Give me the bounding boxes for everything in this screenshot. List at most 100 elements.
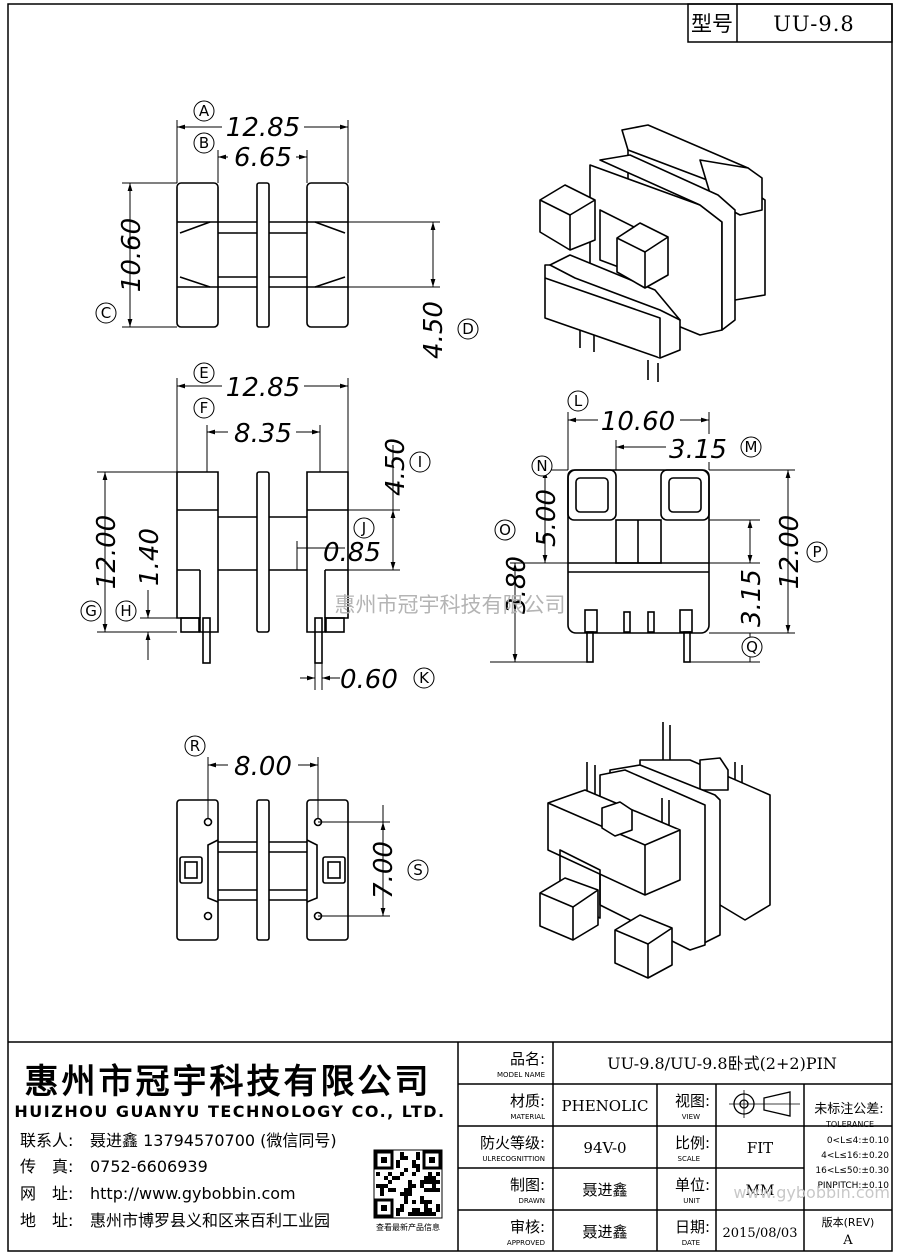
qr-cell: [400, 1204, 404, 1208]
svg-text:B: B: [199, 134, 209, 152]
qr-cell: [428, 1200, 432, 1204]
qr-cell: [392, 1176, 396, 1180]
svg-text:Q: Q: [746, 638, 758, 656]
qr-cell: [432, 1184, 436, 1188]
callout-S: S: [407, 859, 429, 881]
qr-cell: [404, 1188, 408, 1192]
approved-en: APPROVED: [507, 1239, 545, 1247]
projection-symbol-icon: [729, 1090, 800, 1118]
model-label: 型号: [691, 12, 733, 36]
qr-cell: [412, 1212, 416, 1216]
qr-cell: [400, 1192, 404, 1196]
callout-I: I: [409, 451, 431, 473]
callout-Q: Q: [741, 636, 763, 658]
callout-C: C: [95, 302, 117, 324]
qr-cell: [416, 1208, 420, 1212]
revision-label: 版本(REV): [822, 1215, 875, 1229]
date-value: 2015/08/03: [723, 1226, 798, 1241]
qr-cell: [424, 1180, 428, 1184]
view-end-middle: [567, 469, 710, 663]
svg-text:C: C: [101, 304, 111, 322]
svg-text:P: P: [812, 543, 821, 561]
qr-cell: [396, 1160, 400, 1164]
web-value: http://www.gybobbin.com: [90, 1184, 296, 1203]
svg-text:J: J: [361, 519, 366, 537]
model-name-en: MODEL NAME: [497, 1071, 545, 1079]
qr-cell: [428, 1172, 432, 1176]
tolerance-en: TOLERANCE: [825, 1120, 874, 1129]
callout-O: O: [494, 519, 516, 541]
qr-cell: [412, 1172, 416, 1176]
fax-label: 传 真:: [20, 1157, 73, 1176]
fire-rating-label: 防火等级:: [480, 1134, 545, 1152]
dim-A: 12.85: [226, 113, 300, 143]
qr-cell: [408, 1212, 412, 1216]
qr-cell: [428, 1208, 432, 1212]
qr-cell: [412, 1184, 416, 1188]
fax-value: 0752-6606939: [90, 1157, 208, 1176]
model-name-label: 品名:: [510, 1050, 545, 1068]
qr-cell: [388, 1188, 392, 1192]
footer-frame: [8, 1041, 892, 1251]
contact-label: 联系人:: [20, 1131, 73, 1150]
qr-cell: [416, 1168, 420, 1172]
svg-text:S: S: [413, 861, 423, 879]
model-value: UU-9.8: [773, 12, 855, 36]
callout-E: E: [193, 362, 215, 384]
dim-H: 1.40: [135, 528, 165, 586]
dim-Q: 3.15: [737, 569, 767, 627]
drawn-label: 制图:: [510, 1176, 545, 1194]
approved-value: 聂进鑫: [582, 1223, 627, 1241]
callout-K: K: [413, 667, 435, 689]
company-info: 惠州市冠宇科技有限公司 HUIZHOU GUANYU TECHNOLOGY CO…: [14, 1062, 444, 1230]
qr-cell: [424, 1212, 428, 1216]
dim-R: 8.00: [234, 752, 292, 782]
view4-dimensions: [207, 757, 390, 917]
qr-cell: [396, 1212, 400, 1216]
dim-B: 6.65: [234, 143, 292, 173]
callout-B: B: [193, 132, 215, 154]
qr-cell: [420, 1180, 424, 1184]
callout-J: J: [353, 517, 375, 539]
callout-F: F: [193, 397, 215, 419]
svg-text:D: D: [462, 320, 474, 338]
approved-label: 审核:: [510, 1218, 545, 1236]
svg-text:K: K: [419, 669, 430, 687]
callout-P: P: [806, 541, 828, 563]
svg-text:E: E: [199, 364, 208, 382]
date-label: 日期:: [675, 1218, 710, 1236]
qr-cell: [424, 1188, 428, 1192]
dim-N: 5.00: [532, 489, 562, 547]
fire-rating-value: 94V-0: [583, 1139, 626, 1157]
qr-cell: [428, 1180, 432, 1184]
qr-code[interactable]: 查看最新产品信息: [373, 1149, 443, 1232]
qr-cell: [396, 1164, 400, 1168]
qr-cell: [416, 1212, 420, 1216]
contact-value: 聂进鑫 13794570700 (微信同号): [90, 1131, 337, 1150]
tolerance-3: 16<L≤50:±0.30: [815, 1166, 889, 1176]
qr-cell: [404, 1168, 408, 1172]
tolerance-title: 未标注公差:: [814, 1102, 883, 1117]
qr-cell: [380, 1188, 384, 1192]
address-label: 地 址:: [20, 1211, 73, 1230]
qr-cell: [400, 1152, 404, 1156]
qr-cell: [384, 1184, 388, 1188]
qr-cell: [404, 1192, 408, 1196]
qr-cell: [408, 1184, 412, 1188]
qr-cell: [420, 1200, 424, 1204]
dim-K: 0.60: [340, 665, 398, 695]
qr-cell: [424, 1200, 428, 1204]
iso-view-top: [539, 124, 766, 382]
svg-text:A: A: [199, 102, 210, 120]
qr-cell: [404, 1196, 408, 1200]
qr-cell: [428, 1188, 432, 1192]
callout-G: G: [80, 600, 102, 622]
qr-cell: [396, 1208, 400, 1212]
svg-text:O: O: [499, 521, 511, 539]
qr-cell: [412, 1200, 416, 1204]
qr-cell: [416, 1152, 420, 1156]
view-label: 视图:: [675, 1092, 710, 1110]
dim-E: 12.85: [226, 373, 300, 403]
qr-cell: [380, 1192, 384, 1196]
dim-G: 12.00: [92, 515, 122, 589]
